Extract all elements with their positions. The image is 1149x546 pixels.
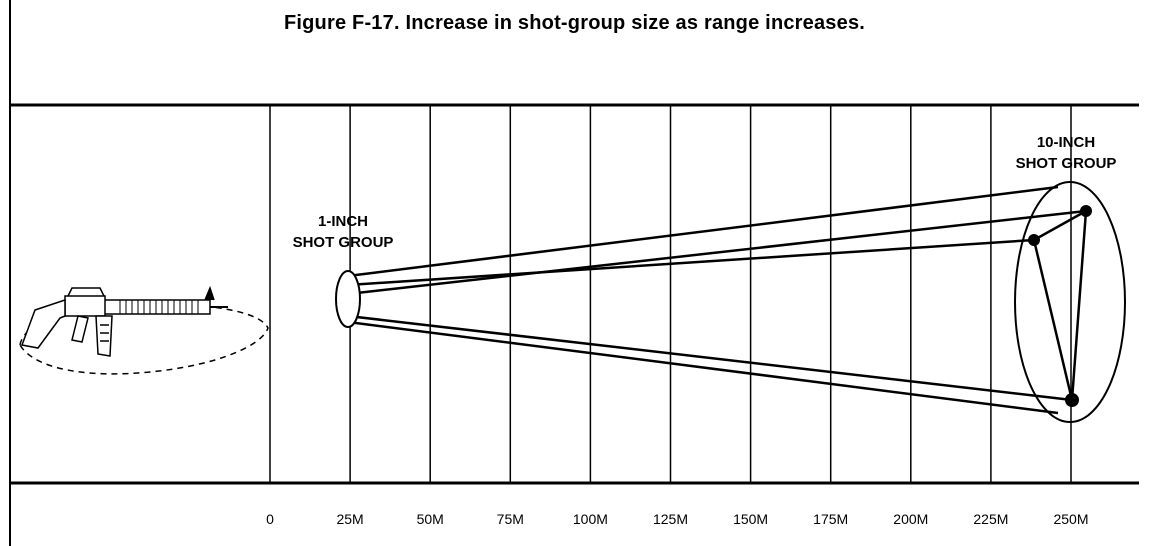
- range-tick-label: 175M: [813, 511, 848, 527]
- range-gridlines: [269, 105, 1072, 483]
- impact-point: [1028, 234, 1040, 246]
- range-tick-label: 225M: [973, 511, 1008, 527]
- impact-triangle: [1032, 208, 1088, 401]
- range-tick-label: 250M: [1053, 511, 1088, 527]
- range-tick-label: 0: [266, 511, 274, 527]
- figure-title: Figure F-17. Increase in shot-group size…: [283, 12, 866, 34]
- range-tick-label: 75M: [497, 511, 524, 527]
- far-shot-group-ellipse: [1014, 181, 1126, 423]
- near-group-label-line2: SHOT GROUP: [293, 234, 394, 251]
- far-group-label-line1: 10-INCH: [1037, 134, 1095, 151]
- range-tick-label: 50M: [417, 511, 444, 527]
- near-group-label-line1: 1-INCH: [318, 213, 368, 230]
- range-tick-labels: 0 25M 50M 75M 100M 125M 150M 175M 200M 225M 250M: [266, 511, 1088, 527]
- far-group-label-line2: SHOT GROUP: [1016, 155, 1117, 172]
- near-shot-group-ellipse: [335, 270, 361, 328]
- range-tick-label: 125M: [653, 511, 688, 527]
- range-tick-label: 25M: [336, 511, 363, 527]
- rifle-icon: [19, 285, 269, 375]
- impact-point: [1065, 393, 1079, 407]
- range-tick-label: 100M: [573, 511, 608, 527]
- shot-paths: [347, 185, 1087, 415]
- range-tick-label: 150M: [733, 511, 768, 527]
- impact-point: [1080, 205, 1092, 217]
- range-tick-label: 200M: [893, 511, 928, 527]
